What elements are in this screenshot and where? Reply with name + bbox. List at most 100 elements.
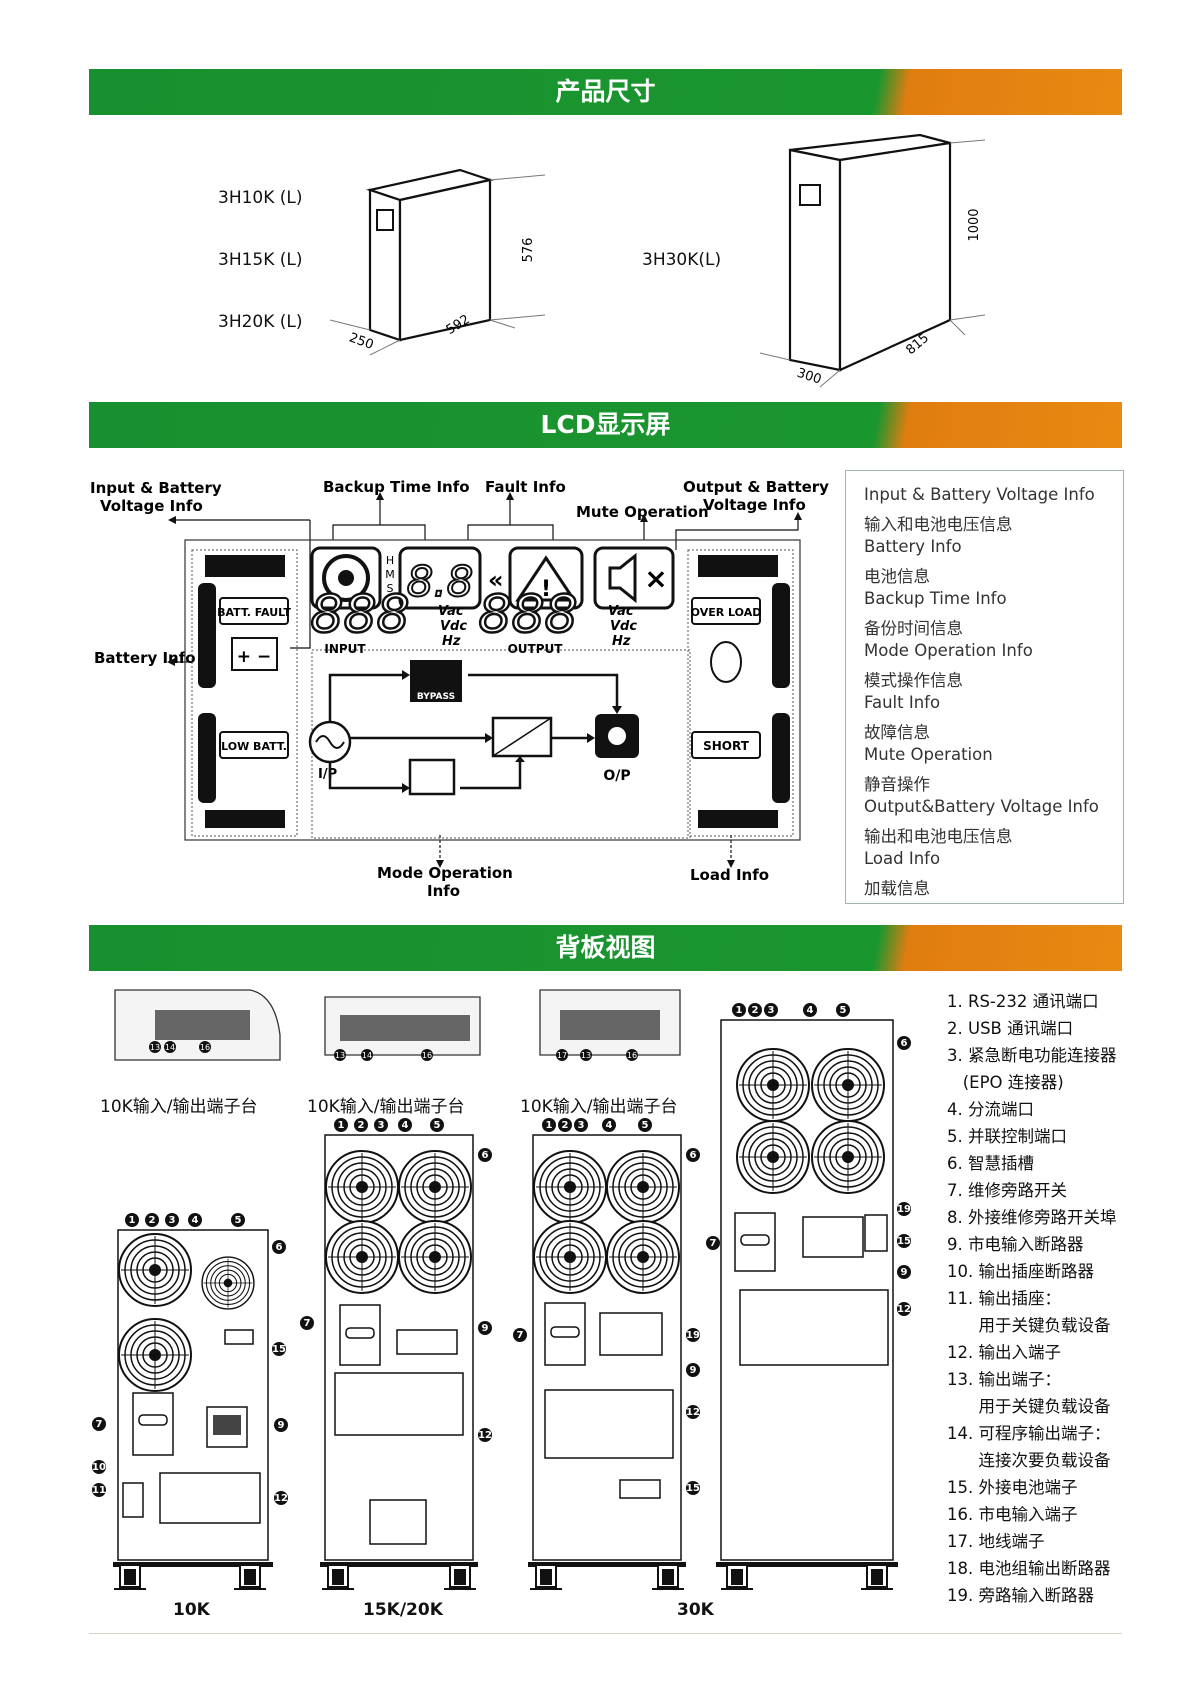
port-list-item: 4. 分流端口 — [947, 1100, 1034, 1119]
legend-item: Fault Info — [864, 693, 941, 712]
callout-num: 15 — [272, 1344, 286, 1355]
legend-item: Backup Time Info — [864, 589, 1007, 608]
callout-num: 6 — [690, 1150, 697, 1161]
battery-plus-minus: + − — [237, 647, 271, 667]
callout-num: 12 — [274, 1493, 288, 1504]
input-label: INPUT — [324, 642, 366, 656]
model-label-rear-30k: 30K — [677, 1600, 714, 1620]
callout-num: 6 — [901, 1038, 908, 1049]
callout-num: 19 — [897, 1204, 911, 1215]
callout-num: 7 — [304, 1318, 311, 1329]
term-num: 16 — [200, 1043, 210, 1052]
callout-fault: Fault Info — [485, 478, 566, 496]
legend-item: Output&Battery Voltage Info — [864, 797, 1099, 816]
terminal-caption-3: 10K输入/输出端子台 — [520, 1097, 678, 1117]
dimensions-title: 产品尺寸 — [555, 77, 656, 106]
footer-divider — [89, 1633, 1122, 1634]
legend-item: Mode Operation Info — [864, 641, 1033, 660]
port-list-item: 11. 输出插座： — [947, 1289, 1061, 1308]
bypass-label: BYPASS — [417, 692, 455, 702]
callout-num: 3 — [378, 1120, 385, 1131]
port-list-item: 19. 旁路输入断路器 — [947, 1586, 1094, 1605]
port-list-item: 连接次要负载设备 — [947, 1451, 1111, 1470]
callout-num: 2 — [358, 1120, 365, 1131]
callout-num: 3 — [578, 1120, 585, 1131]
port-list-item: 2. USB 通讯端口 — [947, 1019, 1074, 1038]
callout-num: 7 — [710, 1238, 717, 1249]
callout-num: 4 — [807, 1005, 814, 1016]
large-cabinet-drawing: 1000 815 300 — [760, 133, 986, 388]
legend-item: Mute Operation — [864, 745, 993, 764]
port-list-item: 8. 外接维修旁路开关埠 — [947, 1208, 1117, 1227]
lcd-diagram: Input & Battery Voltage Info Backup Time… — [90, 478, 829, 900]
callout-num: 4 — [606, 1120, 613, 1131]
port-list-item: 用于关键负载设备 — [947, 1316, 1111, 1335]
over-load-label: OVER LOAD — [691, 606, 762, 619]
callout-num: 2 — [149, 1215, 156, 1226]
large-height-dim: 1000 — [967, 208, 982, 241]
hms-s: S — [387, 582, 394, 595]
callout-battery-info: Battery Info — [94, 649, 196, 667]
term-num: 14 — [165, 1043, 175, 1052]
callout-num: 1 — [129, 1215, 136, 1226]
port-list-item: 13. 输出端子： — [947, 1370, 1061, 1389]
callout-num: 1 — [736, 1005, 743, 1016]
ip-label: I/P — [318, 767, 337, 782]
input-unit-vac: Vac — [438, 604, 464, 619]
legend-item: Battery Info — [864, 537, 962, 556]
output-unit-vdc: Vdc — [610, 619, 637, 634]
callout-num: 6 — [276, 1242, 283, 1253]
callout-num: 1 — [546, 1120, 553, 1131]
legend-item: 备份时间信息 — [864, 619, 963, 638]
callout-mode-2: Info — [427, 882, 460, 900]
small-height-dim: 576 — [521, 238, 536, 263]
input-digits: 888 — [310, 585, 409, 645]
callout-num: 5 — [642, 1120, 649, 1131]
callout-num: 4 — [402, 1120, 409, 1131]
callout-output-battery-2: Voltage Info — [703, 496, 806, 514]
legend-item: Input & Battery Voltage Info — [864, 485, 1095, 504]
model-label-30k: 3H30K(L) — [642, 250, 722, 270]
terminal-caption-1: 10K输入/输出端子台 — [100, 1097, 258, 1117]
port-list-item: 1. RS-232 通讯端口 — [947, 992, 1099, 1011]
callout-num: 6 — [482, 1150, 489, 1161]
model-label-10k: 3H10K (L) — [218, 188, 303, 208]
fault-chevron: « — [488, 566, 504, 594]
callout-num: 11 — [92, 1485, 106, 1496]
port-list-item: 用于关键负载设备 — [947, 1397, 1111, 1416]
callout-backup-time: Backup Time Info — [323, 478, 470, 496]
callout-num: 7 — [517, 1330, 524, 1341]
port-list-item: (EPO 连接器) — [947, 1073, 1064, 1092]
callout-num: 15 — [897, 1236, 911, 1247]
callout-num: 5 — [434, 1120, 441, 1131]
callout-num: 9 — [482, 1323, 489, 1334]
callout-output-battery-1: Output & Battery — [683, 478, 829, 496]
callout-input-battery-1: Input & Battery — [90, 479, 222, 497]
batt-fault-label: BATT. FAULT — [217, 606, 291, 619]
term-num: 14 — [362, 1051, 372, 1060]
legend-item: 输出和电池电压信息 — [864, 827, 1013, 846]
port-list-item: 10. 输出插座断路器 — [947, 1262, 1094, 1281]
callout-num: 5 — [840, 1005, 847, 1016]
small-cabinet-drawing: 576 592 250 — [330, 168, 546, 356]
rear-title: 背板视图 — [555, 933, 656, 962]
term-num: 17 — [557, 1051, 567, 1060]
callout-num: 2 — [562, 1120, 569, 1131]
mute-x: × — [644, 562, 667, 595]
callout-num: 3 — [169, 1215, 176, 1226]
legend-item: 加载信息 — [864, 879, 930, 898]
port-list-item: 5. 并联控制端口 — [947, 1127, 1067, 1146]
callout-num: 9 — [690, 1365, 697, 1376]
port-list-item: 17. 地线端子 — [947, 1532, 1045, 1551]
lcd-legend: Input & Battery Voltage Info 输入和电池电压信息 B… — [845, 470, 1124, 904]
output-unit-vac: Vac — [608, 604, 634, 619]
callout-num: 9 — [901, 1267, 908, 1278]
callout-num: 1 — [338, 1120, 345, 1131]
output-unit-hz: Hz — [612, 634, 631, 649]
hms-m: M — [385, 568, 395, 581]
callout-num: 7 — [96, 1419, 103, 1430]
callout-num: 10 — [92, 1462, 106, 1473]
lcd-title: LCD显示屏 — [540, 410, 671, 439]
callout-num: 12 — [478, 1430, 492, 1441]
callout-num: 15 — [686, 1483, 700, 1494]
